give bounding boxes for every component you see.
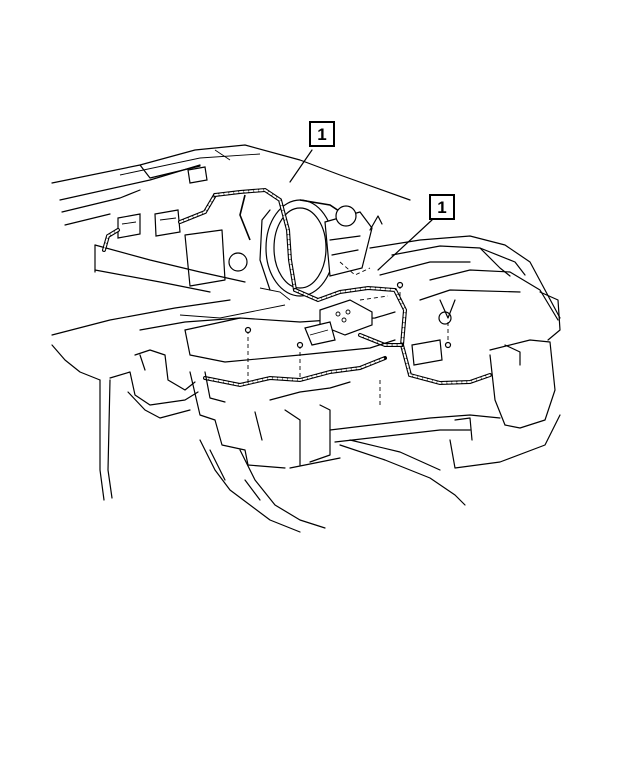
lower-body: [199, 439, 466, 533]
callout-1-right-label: 1: [437, 198, 446, 217]
body-side-panel: [51, 244, 246, 501]
radiator-support: [184, 311, 501, 469]
cowl-panel: [51, 144, 411, 226]
callout-1-upper: 1: [309, 121, 335, 147]
fender-panel: [369, 235, 561, 341]
master-cylinder: [324, 205, 383, 277]
relay-block: [304, 299, 373, 346]
callout-1-upper-label: 1: [317, 125, 326, 144]
connector-block: [102, 166, 248, 287]
callout-leaders: [289, 149, 433, 271]
main-wiring-harness: [179, 187, 492, 388]
headlamp-bracket: [109, 349, 199, 419]
battery-tray: [411, 299, 561, 469]
fastener-indicators: [244, 261, 452, 405]
callout-1-right: 1: [429, 194, 455, 220]
